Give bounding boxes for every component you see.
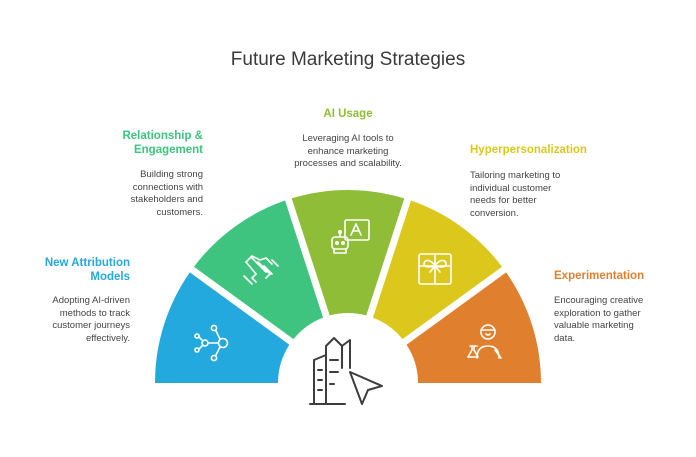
desc-relationship-engagement: Building strong connections with stakeho… xyxy=(130,169,203,218)
scientist-icon xyxy=(467,324,502,359)
robot-translate-icon xyxy=(331,219,370,254)
handshake-icon xyxy=(243,255,279,285)
gift-box-icon xyxy=(418,253,452,285)
desc-hyperpersonalization: Tailoring marketing to individual custom… xyxy=(470,170,561,219)
desc-experimentation: Encouraging creative exploration to gath… xyxy=(554,295,644,344)
label-new-attribution-models: New Attribution Models xyxy=(44,257,130,283)
segment-relationship-engagement[interactable] xyxy=(193,200,324,340)
label-relationship-engagement: Relationship & Engagement xyxy=(122,130,203,156)
network-hub-icon xyxy=(194,324,229,362)
segment-experimentation[interactable] xyxy=(406,272,541,383)
segment-new-attribution-models[interactable] xyxy=(155,272,290,383)
desc-ai-usage: Leveraging AI tools to enhance marketing… xyxy=(294,133,402,169)
label-ai-usage: AI Usage xyxy=(323,108,373,120)
segment-ai-usage[interactable] xyxy=(291,190,405,316)
page-title: Future Marketing Strategies xyxy=(230,49,466,70)
desc-new-attribution-models: Adopting AI-driven methods to track cust… xyxy=(52,295,130,344)
label-experimentation: Experimentation xyxy=(554,270,645,282)
label-hyperpersonalization: Hyperpersonalization xyxy=(470,144,587,156)
buildings-cursor-icon xyxy=(309,337,383,405)
